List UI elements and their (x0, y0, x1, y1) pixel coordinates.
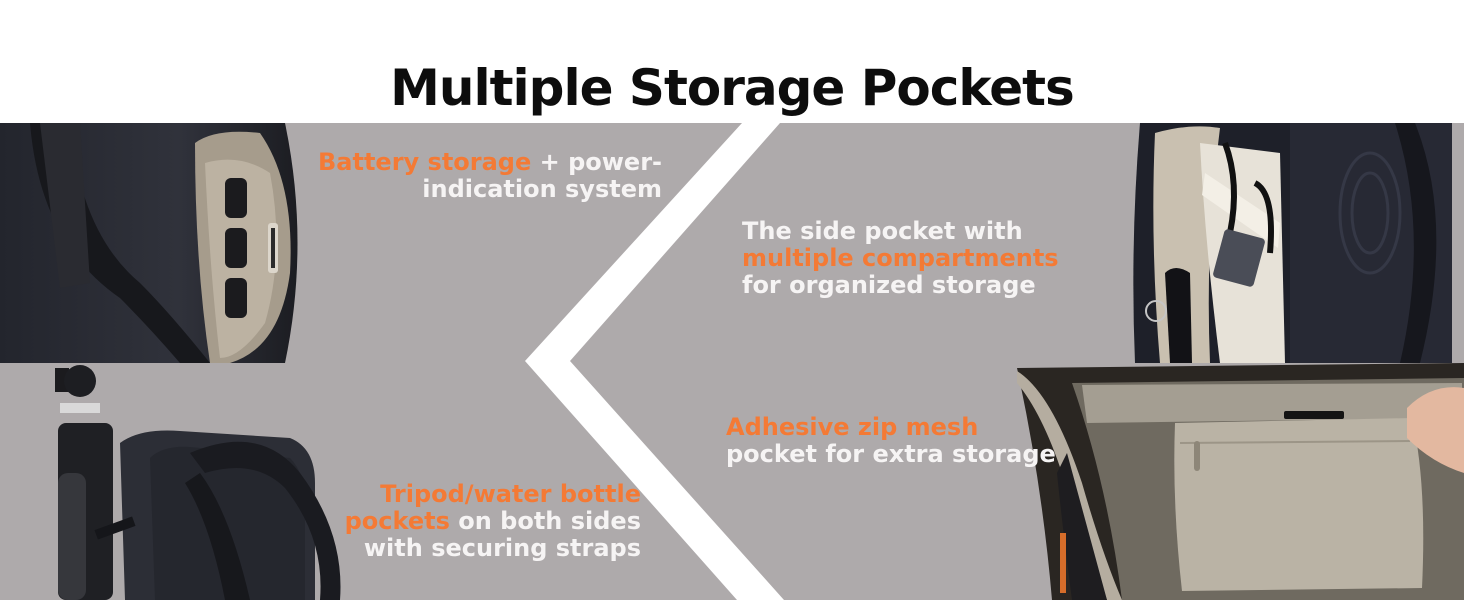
caption-tripod-pocket: Tripod/water bottle pockets on both side… (300, 481, 641, 562)
page-title: Multiple Storage Pockets (390, 59, 1075, 117)
caption-highlight: multiple compartments (742, 244, 1059, 272)
header: Multiple Storage Pockets (0, 0, 1464, 123)
photo-zip-mesh-pocket (1012, 363, 1464, 600)
photo-tripod-pocket (0, 363, 360, 600)
photo-battery-storage (0, 123, 305, 363)
feature-panel: Battery storage + power- indication syst… (0, 123, 1464, 600)
caption-battery-storage: Battery storage + power- indication syst… (317, 148, 662, 203)
caption-highlight: Battery storage (317, 148, 532, 176)
photo-side-pocket (1130, 123, 1464, 363)
caption-side-pocket: The side pocket with multiple compartmen… (742, 218, 1102, 299)
caption-highlight: Adhesive zip mesh (726, 413, 979, 441)
caption-zip-mesh-pocket: Adhesive zip mesh pocket for extra stora… (726, 414, 1066, 468)
caption-highlight: Tripod/water bottle (380, 480, 641, 508)
chevron-divider (525, 123, 784, 600)
